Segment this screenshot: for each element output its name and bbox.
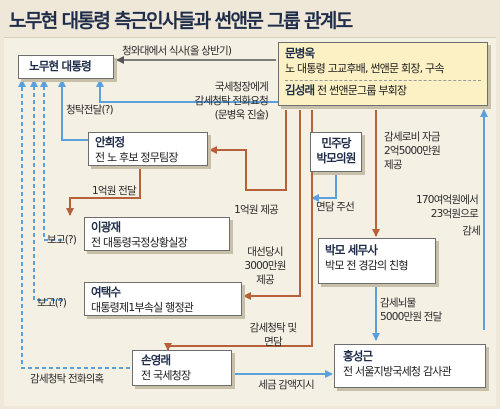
node-lee-desc: 전 대통령국정상황실장 <box>91 236 188 249</box>
node-yeo-name: 여택수 <box>91 285 121 299</box>
node-yeo: 여택수 대통령제1부속실 행정관 <box>84 282 242 316</box>
label-meal: 청와대에서 식사(올 상반기) <box>122 45 232 57</box>
arrow-suspicion <box>18 79 130 369</box>
label-lobby: 감세로비 자금 2억5000만원 제공 <box>384 130 441 172</box>
label-tax-request-1: 국세청장에게 <box>214 81 269 93</box>
label-report-1: 보고(?) <box>47 234 77 246</box>
node-moon: 문병욱 노 대통령 고교후배, 썬앤문 회장, 구속 김성래 전 썬앤문그룹 부… <box>278 42 488 106</box>
node-ahn-name: 안희정 <box>95 135 125 149</box>
label-intro: 면담 주선 <box>316 201 355 213</box>
node-hong: 홍성근 전 서울지방국세청 감사관 <box>334 344 486 388</box>
node-kim-name: 김성래 <box>285 83 315 97</box>
node-lee-name: 이광재 <box>91 220 121 234</box>
label-transfer-100m: 1억원 전달 <box>92 185 137 197</box>
label-campaign-2: 3000만원 <box>244 260 286 272</box>
label-solicit-meet: 감세청탁 및 면담 <box>238 321 308 349</box>
label-campaign-1: 대선당시 <box>247 246 283 258</box>
label-lobby-3: 제공 <box>384 159 403 171</box>
label-solicit-meet-2: 면담 <box>264 336 283 348</box>
label-report-2: 보고(?) <box>37 297 67 309</box>
arrow-provide-100m <box>209 110 287 191</box>
arrow-solicit-meet <box>164 110 313 351</box>
label-campaign-3: 제공 <box>256 274 275 286</box>
label-bribe-2: 5000만원 전달 <box>380 311 442 323</box>
node-moon-desc: 노 대통령 고교후배, 썬앤문 회장, 구속 <box>285 62 444 75</box>
node-democrat-name: 민주당 <box>321 136 351 150</box>
node-roh-name: 노무현 대통령 <box>29 59 92 73</box>
arrow-report-2 <box>30 79 62 301</box>
label-amount: 170여억원에서 23억원으로 <box>404 193 479 221</box>
label-amount-2: 23억원으로 <box>430 208 479 220</box>
node-ahn-desc: 전 노 후보 정무팀장 <box>95 151 178 164</box>
node-park-name: 박모 세무사 <box>325 243 378 257</box>
label-order: 세금 감액지시 <box>258 379 315 391</box>
node-son-name: 손영래 <box>141 353 171 367</box>
node-moon-name: 문병욱 <box>285 46 315 60</box>
node-ahn: 안희정 전 노 후보 정무팀장 <box>88 132 208 166</box>
label-solicit: 청탁전달(?) <box>66 104 114 116</box>
label-bribe-1: 감세뇌물 <box>380 297 416 309</box>
arrow-intro <box>311 172 337 202</box>
label-tax-request-3: (문병욱 진술) <box>214 109 269 121</box>
node-hong-name: 홍성근 <box>343 349 373 363</box>
arrow-report-1 <box>40 79 62 241</box>
node-democrat-desc: 박모의원 <box>316 151 356 165</box>
label-tax-cut: 감세 <box>462 225 481 237</box>
label-amount-1: 170여억원에서 <box>416 194 479 206</box>
arrow-campaign <box>243 110 301 300</box>
label-tax-request-2: 감세청탁 전화요청 <box>194 95 269 107</box>
node-democrat: 민주당 박모의원 <box>310 132 362 172</box>
label-tax-request: 국세청장에게 감세청탁 전화요청 (문병욱 진술) <box>156 80 269 122</box>
label-solicit-meet-1: 감세청탁 및 <box>249 322 298 334</box>
label-bribe: 감세뇌물 5000만원 전달 <box>380 296 442 324</box>
arrow-solicit <box>58 79 88 141</box>
node-hong-desc: 전 서울지방국세청 감사관 <box>343 365 452 378</box>
label-provide-100m: 1억원 제공 <box>234 204 279 216</box>
node-yeo-desc: 대통령제1부속실 행정관 <box>91 301 194 314</box>
node-lee: 이광재 전 대통령국정상황실장 <box>84 217 230 251</box>
node-kim-desc: 전 썬앤문그룹 부회장 <box>317 84 407 97</box>
node-park: 박모 세무사 박모 전 경감의 친형 <box>318 238 436 284</box>
label-suspicion: 감세청탁 전화의혹 <box>30 373 104 385</box>
label-lobby-2: 2억5000만원 <box>384 145 441 157</box>
label-lobby-1: 감세로비 자금 <box>384 131 441 143</box>
node-park-desc: 박모 전 경감의 친형 <box>325 259 408 272</box>
node-roh: 노무현 대통령 <box>18 55 114 79</box>
node-son-desc: 전 국세청장 <box>141 369 191 382</box>
page-title: 노무현 대통령 측근인사들과 썬앤문 그룹 관계도 <box>9 10 353 32</box>
label-campaign: 대선당시 3000만원 제공 <box>234 245 296 287</box>
node-son: 손영래 전 국세청장 <box>132 350 232 386</box>
arrow-transfer-100m <box>66 165 141 216</box>
